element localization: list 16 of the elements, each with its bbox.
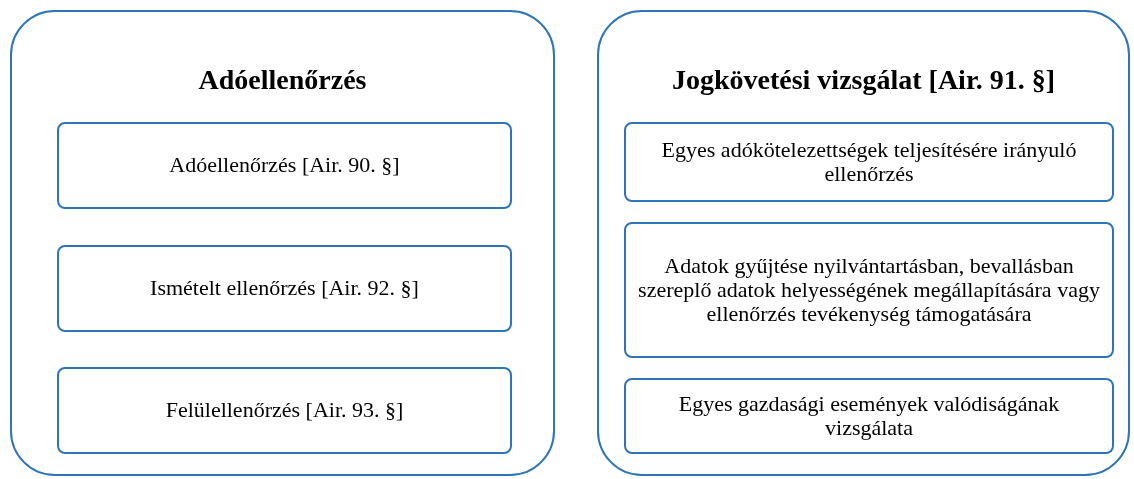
category-box xyxy=(624,222,1114,358)
box-label: Adóellenőrzés [Air. 90. §] xyxy=(168,153,401,178)
panel-title: Adóellenőrzés xyxy=(197,64,368,96)
box-label: Ismételt ellenőrzés [Air. 92. §] xyxy=(149,276,420,301)
box-label: Felülellenőrzés [Air. 93. §] xyxy=(164,398,405,423)
category-box xyxy=(57,245,512,332)
category-box xyxy=(624,378,1114,454)
category-box xyxy=(57,367,512,454)
group-panel xyxy=(597,10,1130,476)
category-box xyxy=(57,122,512,209)
group-panel xyxy=(10,10,555,476)
category-box xyxy=(624,122,1114,202)
panel-title: Jogkövetési vizsgálat [Air. 91. §] xyxy=(670,64,1057,96)
box-label: Adatok gyűjtése nyilvántartásban, bevallásban szereplő adatok helyességének megállapítására vagy ellenőrzés tevékenység támogatására xyxy=(637,253,1101,327)
box-label: Egyes gazdasági események valódiságának vizsgálata xyxy=(677,391,1061,441)
box-label: Egyes adókötelezettségek teljesítésére irányuló ellenőrzés xyxy=(660,137,1078,187)
